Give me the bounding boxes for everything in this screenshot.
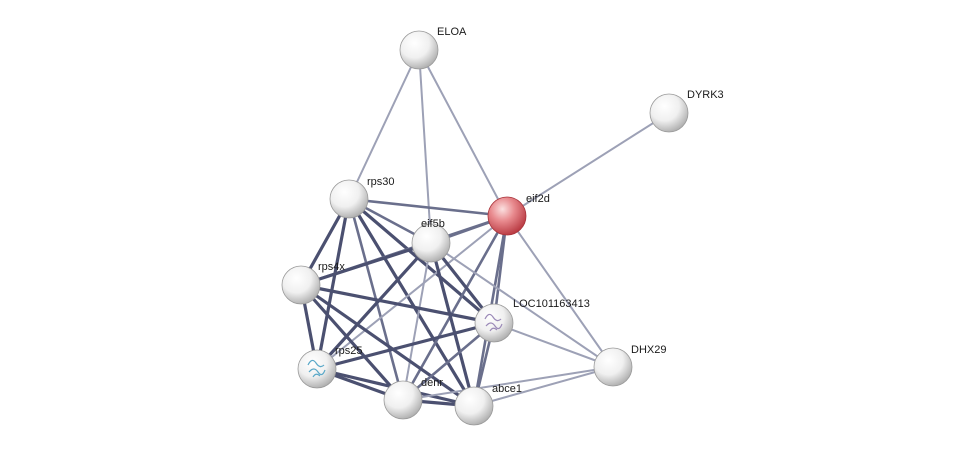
node-rps25[interactable]: rps25 — [297, 345, 363, 389]
edge-eif5b-rps25[interactable] — [315, 241, 433, 371]
edge-denr-DHX29[interactable] — [402, 366, 614, 401]
edge-ELOA-eif5b[interactable] — [418, 49, 432, 244]
edge-eif5b-denr[interactable] — [402, 242, 432, 401]
node-ball-DHX29[interactable] — [593, 347, 633, 387]
node-eif2d[interactable]: eif2d — [487, 193, 550, 236]
node-ball-eif5b[interactable] — [411, 223, 451, 263]
node-label-rps30: rps30 — [367, 176, 395, 188]
node-DHX29[interactable]: DHX29 — [593, 344, 666, 387]
edge-eif5b-abce1[interactable] — [429, 241, 476, 408]
node-label-DHX29: DHX29 — [631, 344, 666, 356]
node-label-rps25: rps25 — [335, 345, 363, 357]
node-LOC101163413[interactable]: LOC101163413 — [474, 298, 590, 343]
edge-rps30-eif2d[interactable] — [347, 197, 509, 218]
node-label-abce1: abce1 — [492, 383, 522, 395]
protein-structure-icon — [307, 359, 326, 378]
node-rps4x[interactable]: rps4x — [281, 261, 345, 305]
node-label-eif2d: eif2d — [526, 193, 550, 205]
node-ball-rps25[interactable] — [297, 349, 337, 389]
node-label-rps4x: rps4x — [318, 261, 345, 273]
node-label-LOC101163413: LOC101163413 — [513, 298, 590, 310]
edge-rps30-abce1[interactable] — [347, 197, 476, 408]
node-ball-abce1[interactable] — [454, 386, 494, 426]
node-label-denr: denr — [421, 377, 443, 389]
node-ball-denr[interactable] — [383, 380, 423, 420]
node-ball-ELOA[interactable] — [399, 30, 439, 70]
node-label-eif5b: eif5b — [421, 218, 445, 230]
node-rps30[interactable]: rps30 — [329, 176, 395, 219]
edge-rps25-LOC101163413[interactable] — [315, 321, 496, 371]
edge-LOC101163413-DHX29[interactable] — [493, 322, 614, 368]
edge-eif5b-DHX29[interactable] — [430, 242, 614, 368]
edge-rps30-rps25[interactable] — [315, 197, 351, 371]
node-ball-rps30[interactable] — [329, 179, 369, 219]
edge-abce1-DHX29[interactable] — [473, 366, 614, 407]
edge-ELOA-eif2d[interactable] — [418, 49, 508, 217]
node-label-DYRK3: DYRK3 — [687, 89, 724, 101]
edge-DYRK3-eif2d[interactable] — [506, 112, 670, 217]
edge-eif2d-rps25[interactable] — [316, 215, 508, 370]
edge-eif5b-rps4x[interactable] — [299, 241, 433, 287]
node-ball-DYRK3[interactable] — [649, 93, 689, 133]
edge-LOC101163413-denr[interactable] — [401, 321, 496, 402]
protein-structure-icon — [484, 313, 503, 332]
protein-structure-strands — [307, 359, 326, 378]
node-abce1[interactable]: abce1 — [454, 383, 522, 426]
node-ELOA[interactable]: ELOA — [399, 26, 467, 70]
node-label-ELOA: ELOA — [437, 26, 467, 38]
edge-rps4x-LOC101163413[interactable] — [299, 283, 496, 325]
node-denr[interactable]: denr — [383, 377, 443, 420]
node-ball-LOC101163413[interactable] — [474, 303, 514, 343]
edge-rps4x-denr[interactable] — [299, 283, 405, 402]
node-eif5b[interactable]: eif5b — [411, 218, 451, 263]
node-ball-rps4x[interactable] — [281, 265, 321, 305]
edge-eif2d-DHX29[interactable] — [506, 215, 614, 368]
node-ball-eif2d[interactable] — [487, 196, 527, 236]
edge-rps4x-abce1[interactable] — [299, 283, 476, 408]
protein-structure-strands — [484, 313, 503, 332]
node-DYRK3[interactable]: DYRK3 — [649, 89, 724, 133]
edge-rps30-LOC101163413[interactable] — [347, 197, 496, 325]
nodes-layer: ELOA DYRK3 rps30 eif2d eif5b rps4xLOC10116341… — [281, 26, 724, 426]
edge-ELOA-rps30[interactable] — [348, 49, 420, 200]
